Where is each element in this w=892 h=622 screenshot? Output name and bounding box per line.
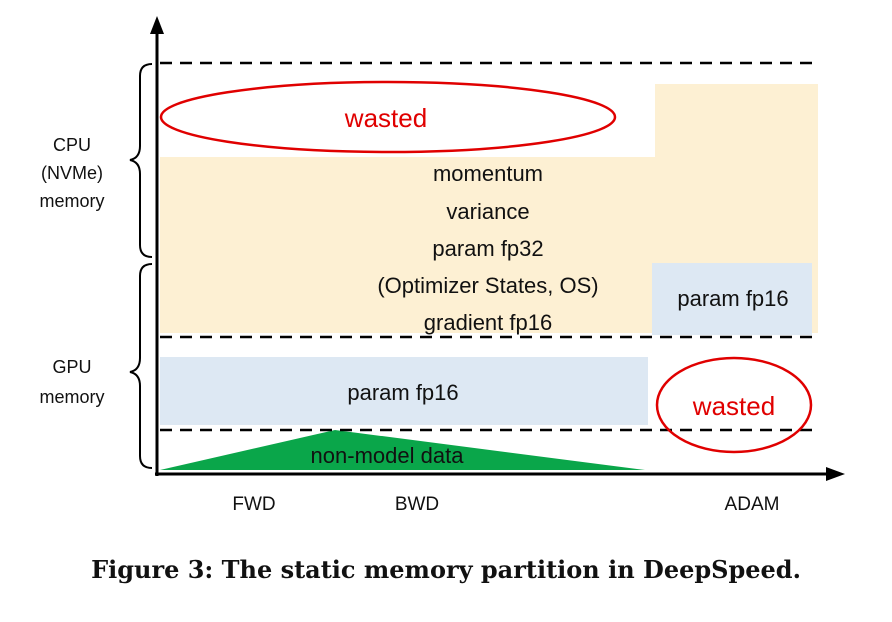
cpu-label: CPU	[53, 135, 91, 155]
os-label-optimizer-states: (Optimizer States, OS)	[377, 273, 598, 298]
memory-partition-diagram: wasted wasted momentum variance param fp…	[39, 16, 845, 515]
gpu-memory-label: memory	[39, 387, 104, 407]
y-axis-arrowhead	[150, 16, 164, 34]
wasted-top-ellipse	[159, 80, 617, 154]
phase-adam-label: ADAM	[725, 494, 780, 515]
os-label-variance: variance	[446, 199, 529, 224]
cpu-memory-label: memory	[39, 191, 104, 211]
wasted-top-label: wasted	[344, 103, 427, 133]
gpu-brace	[129, 263, 153, 469]
os-label-gradient-fp16: gradient fp16	[424, 310, 552, 335]
x-axis-arrowhead	[826, 467, 845, 481]
wasted-bottom-label: wasted	[692, 391, 775, 421]
gpu-label: GPU	[52, 357, 91, 377]
param-fp16-cpu-block	[652, 263, 812, 335]
non-model-data-shape	[160, 430, 645, 470]
os-label-param-fp32: param fp32	[432, 236, 543, 261]
param-fp16-cpu-label: param fp16	[677, 286, 788, 311]
cpu-brace	[129, 63, 153, 258]
non-model-data-label: non-model data	[311, 443, 465, 468]
param-fp16-gpu-label: param fp16	[347, 380, 458, 405]
nvme-label: (NVMe)	[41, 163, 103, 183]
os-label-momentum: momentum	[433, 161, 543, 186]
phase-bwd-label: BWD	[395, 494, 439, 515]
wasted-bottom-ellipse	[655, 356, 813, 454]
phase-fwd-label: FWD	[232, 494, 275, 515]
figure-caption: Figure 3: The static memory partition in…	[91, 555, 801, 584]
param-fp16-gpu-block	[160, 357, 648, 425]
